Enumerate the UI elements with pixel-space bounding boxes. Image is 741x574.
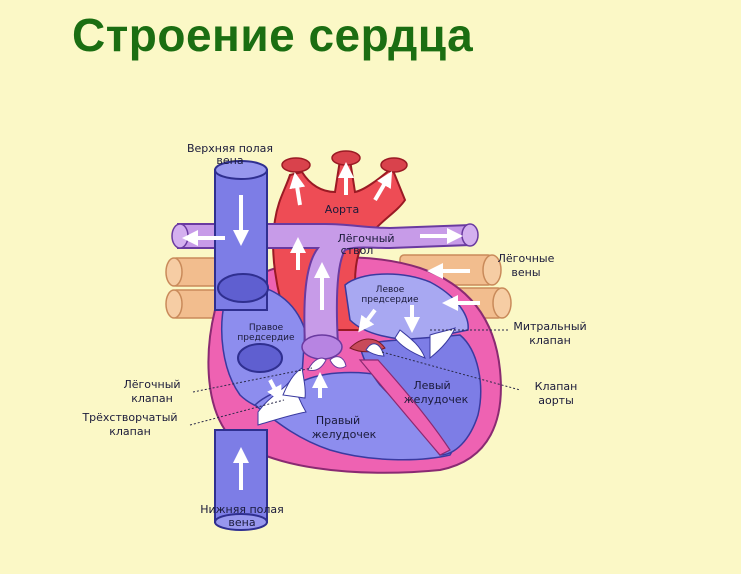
label-inferior-vena-cava-1: Нижняя полая: [200, 503, 284, 516]
label-aortic-valve-1: Клапан: [535, 380, 578, 393]
label-left-ventricle-1: Левый: [413, 379, 450, 392]
septum: [358, 359, 451, 456]
label-mitral-valve-1: Митральный: [513, 320, 586, 333]
label-mitral-valve-2: клапан: [529, 334, 571, 347]
label-inferior-vena-cava-2: вена: [228, 516, 255, 529]
label-superior-vena-cava-2: вена: [216, 154, 243, 167]
label-aortic-valve-2: аорты: [538, 394, 574, 407]
label-tricuspid-valve-2: клапан: [109, 425, 151, 438]
valves: [257, 327, 456, 426]
page-title: Строение сердца: [72, 9, 474, 61]
label-right-atrium-2: предсердие: [237, 333, 295, 343]
label-pulmonary-trunk-2: ствол: [341, 244, 374, 257]
label-left-atrium-2: предсердие: [361, 295, 419, 305]
label-left-ventricle-2: желудочек: [404, 393, 469, 406]
label-tricuspid-valve-1: Трёхстворчатый: [81, 411, 177, 424]
label-right-atrium-1: Правое: [249, 323, 284, 333]
label-left-atrium-1: Левое: [376, 285, 405, 295]
label-right-ventricle-1: Правый: [316, 414, 360, 427]
label-right-ventricle-2: желудочек: [312, 428, 377, 441]
left-atrium-chamber: [344, 273, 469, 341]
flow-arrows: [182, 162, 480, 490]
label-superior-vena-cava-1: Верхняя полая: [187, 142, 273, 155]
leader-lines: [189, 329, 521, 426]
label-pulmonary-valve-1: Лёгочный: [123, 378, 180, 391]
label-pulmonary-veins-2: вены: [511, 266, 540, 279]
label-aorta: Аорта: [325, 203, 359, 216]
label-pulmonary-trunk-1: Лёгочный: [337, 232, 394, 245]
label-pulmonary-valve-2: клапан: [131, 392, 173, 405]
label-pulmonary-veins-1: Лёгочные: [498, 252, 555, 265]
